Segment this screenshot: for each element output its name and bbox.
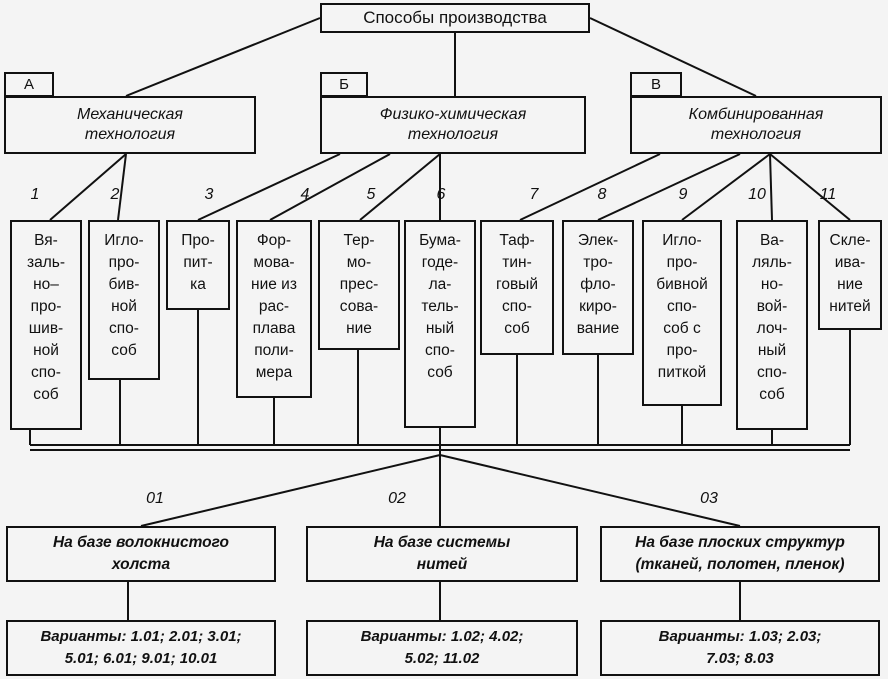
group-mechanical: Механическая технология [4, 96, 256, 154]
method-box-6: Бума- годе- ла- тель- ный спо- соб [404, 220, 476, 428]
group-letter-v: В [630, 72, 682, 97]
mech-to-2 [117, 153, 127, 221]
base-number-02: 02 [388, 490, 406, 507]
mech-to-1 [49, 153, 127, 221]
base-number-01: 01 [146, 490, 164, 507]
base-thread-system: На базе системы нитей [306, 526, 578, 582]
group-letter-a: А [4, 72, 54, 97]
method-number-10: 10 [748, 186, 766, 203]
root-to-combined [589, 17, 757, 97]
method-box-11: Скле- ива- ние нитей [818, 220, 882, 330]
method-box-4: Фор- мова- ние из рас- плава поли- мера [236, 220, 312, 398]
root-label: Способы производства [363, 8, 547, 27]
root-to-mechanical [125, 17, 321, 97]
method-box-9: Игло- про- бивной спо- соб с про- питкой [642, 220, 722, 406]
group-letter-b: Б [320, 72, 368, 97]
method-number-3: 3 [204, 186, 214, 203]
fan-to-03 [439, 454, 741, 527]
physchem-to-4 [269, 153, 391, 221]
comb-to-7 [519, 153, 661, 221]
method-number-8: 8 [597, 186, 607, 203]
base-fibrous-web: На базе волокнистого холста [6, 526, 276, 582]
group-combined: Комбинированная технология [630, 96, 882, 154]
method-number-2: 2 [110, 186, 120, 203]
method-box-3: Про- пит- ка [166, 220, 230, 310]
method-number-1: 1 [30, 186, 40, 203]
group-physico-chemical: Физико-химическая технология [320, 96, 586, 154]
variants-03: Варианты: 1.03; 2.03; 7.03; 8.03 [600, 620, 880, 676]
method-box-5: Тер- мо- прес- сова- ние [318, 220, 400, 350]
method-box-7: Таф- тин- говый спо- соб [480, 220, 554, 355]
method-number-7: 7 [529, 186, 539, 203]
method-box-10: Ва- ляль- но- вой- лоч- ный спо- соб [736, 220, 808, 430]
method-number-5: 5 [366, 186, 376, 203]
method-number-11: 11 [819, 186, 837, 203]
comb-to-8 [597, 153, 741, 221]
method-number-4: 4 [300, 186, 310, 203]
fan-to-01 [140, 454, 441, 527]
comb-to-9 [681, 153, 771, 221]
variants-01: Варианты: 1.01; 2.01; 3.01; 5.01; 6.01; … [6, 620, 276, 676]
method-box-8: Элек- тро- фло- киро- вание [562, 220, 634, 355]
base-flat-structures: На базе плоских структур (тканей, полоте… [600, 526, 880, 582]
physchem-to-5 [359, 153, 441, 221]
method-number-9: 9 [678, 186, 688, 203]
comb-to-11 [769, 153, 851, 221]
method-box-1: Вя- заль- но– про- шив- ной спо- соб [10, 220, 82, 430]
comb-to-10 [769, 153, 773, 221]
base-number-03: 03 [700, 490, 718, 507]
method-box-2: Игло- про- бив- ной спо- соб [88, 220, 160, 380]
variants-02: Варианты: 1.02; 4.02; 5.02; 11.02 [306, 620, 578, 676]
method-number-6: 6 [436, 186, 446, 203]
physchem-to-3 [197, 153, 341, 221]
root-box: Способы производства [320, 3, 590, 33]
